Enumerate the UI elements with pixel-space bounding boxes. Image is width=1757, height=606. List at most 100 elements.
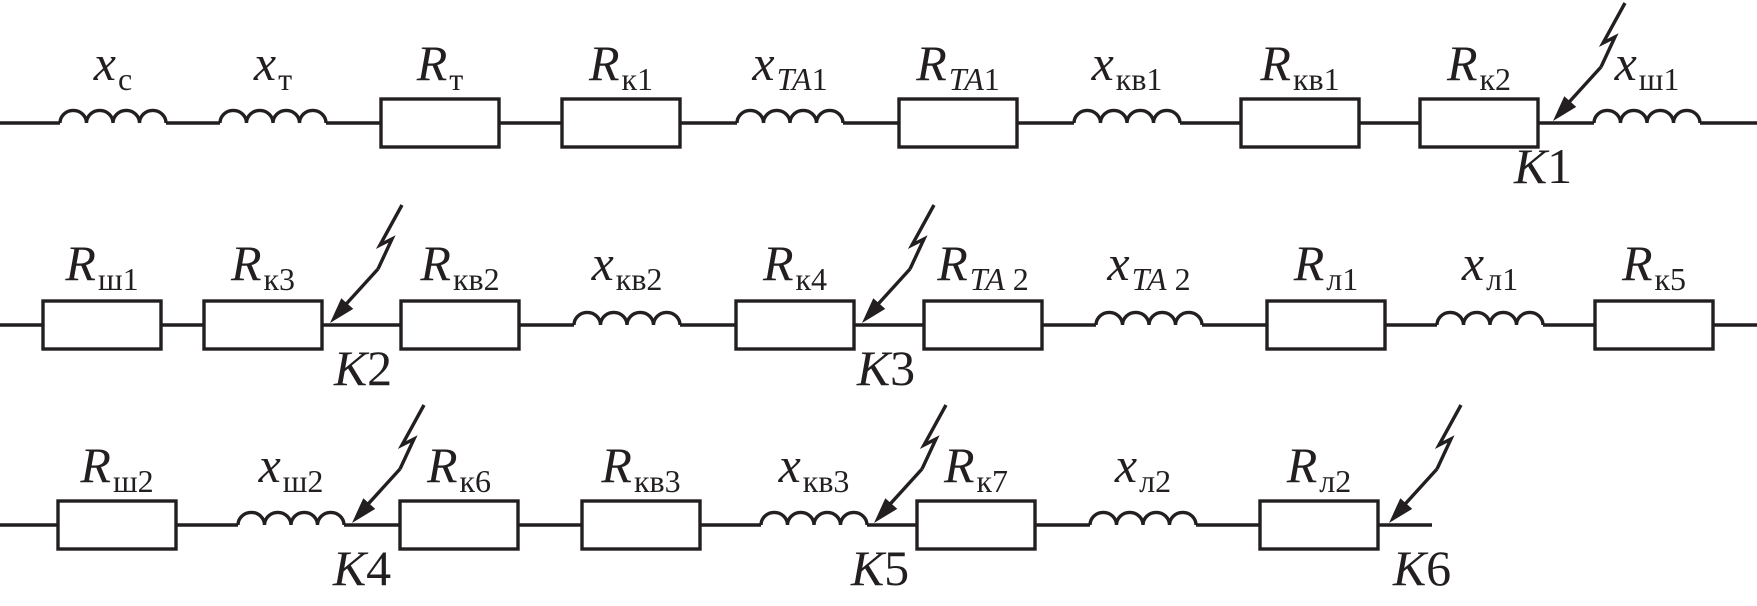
inductor (1592, 108, 1702, 124)
label-subscript: к1 (622, 61, 654, 97)
element-label: Rк4 (762, 235, 827, 297)
label-symbol: R (426, 437, 458, 493)
element-label: xTA 2 (1106, 235, 1190, 297)
fault-point-label: K5 (850, 540, 909, 596)
label-symbol: R (915, 35, 947, 91)
label-subscript-italic: TA (949, 61, 984, 97)
resistor (915, 499, 1037, 551)
element-label: Rш1 (64, 235, 138, 297)
label-subscript: 1 (812, 61, 828, 97)
label-subscript: кв3 (634, 463, 681, 499)
lightning-bolt-icon (919, 404, 948, 470)
element-label: Rк7 (943, 437, 1008, 499)
label-subscript: кв2 (616, 261, 663, 297)
element-label: xт (253, 35, 292, 97)
fault-arrowhead-icon (1389, 498, 1413, 523)
label-subscript: к4 (796, 261, 828, 297)
fault-arrowhead-icon (874, 498, 898, 523)
element-label: xш1 (1614, 35, 1680, 97)
resistor (922, 299, 1044, 351)
resistor (1593, 299, 1715, 351)
fault-letter: K (1513, 138, 1550, 194)
fault-point-label: K1 (1513, 138, 1572, 194)
resistor (202, 299, 324, 351)
inductor (572, 310, 682, 326)
element-label: Rк1 (588, 35, 653, 97)
fault-number: 3 (890, 340, 915, 396)
label-subscript: л2 (1319, 463, 1351, 499)
lightning-bolt-icon (397, 404, 426, 470)
resistor (560, 97, 682, 149)
element-label: Rкв3 (600, 437, 680, 499)
resistor (580, 499, 702, 551)
element-label: RTA1 (915, 35, 1000, 97)
label-symbol: R (64, 235, 96, 291)
label-symbol: x (751, 35, 774, 91)
fault-arrowhead-icon (1553, 96, 1577, 121)
label-subscript: с (118, 61, 132, 97)
resistor (734, 299, 856, 351)
fault-number: 5 (884, 540, 909, 596)
label-symbol: R (1621, 235, 1653, 291)
label-symbol: R (600, 437, 632, 493)
element-label: xкв3 (778, 437, 850, 499)
inductor (218, 108, 328, 124)
element-label: xкв1 (1091, 35, 1163, 97)
resistor (399, 299, 521, 351)
element-label: xл1 (1461, 235, 1518, 297)
element-label: Rкв2 (419, 235, 499, 297)
inductor (1094, 310, 1204, 326)
resistor (1258, 499, 1380, 551)
label-subscript: ш1 (1639, 61, 1680, 97)
label-symbol: x (253, 35, 276, 91)
fault-letter: K (333, 340, 370, 396)
label-symbol: R (1286, 437, 1318, 493)
label-subscript-italic: TA (777, 61, 812, 97)
fault-number: 4 (366, 540, 391, 596)
inductor (1088, 510, 1198, 526)
element-label: xкв2 (591, 235, 663, 297)
label-subscript: т (449, 61, 463, 97)
fault-number: 1 (1547, 138, 1572, 194)
label-symbol: R (1293, 235, 1325, 291)
label-symbol: x (1114, 437, 1137, 493)
fault-point-label: K2 (333, 340, 392, 396)
fault-letter: K (850, 540, 887, 596)
element-label: RTA 2 (936, 235, 1029, 297)
fault-number: 6 (1426, 540, 1451, 596)
label-subscript: кв2 (453, 261, 500, 297)
lightning-bolt-icon (907, 204, 936, 270)
label-subscript: 2 (1167, 261, 1191, 297)
label-subscript: л2 (1139, 463, 1171, 499)
label-subscript: кв1 (1116, 61, 1163, 97)
element-label: Rк3 (230, 235, 295, 297)
lightning-bolt-icon (375, 204, 404, 270)
label-subscript: 2 (1005, 261, 1029, 297)
label-subscript: к5 (1655, 261, 1687, 297)
label-symbol: x (1461, 235, 1484, 291)
label-subscript: л1 (1326, 261, 1358, 297)
inductor (58, 108, 168, 124)
label-subscript-italic: TA (970, 261, 1005, 297)
fault-letter: K (856, 340, 893, 396)
element-label: Rкв1 (1259, 35, 1339, 97)
element-label: Rл2 (1286, 437, 1352, 499)
label-subscript: ш2 (113, 463, 154, 499)
label-subscript: к2 (1480, 61, 1512, 97)
element-label: Rк5 (1621, 235, 1686, 297)
element-label: Rл1 (1293, 235, 1359, 297)
label-symbol: x (1106, 235, 1129, 291)
label-symbol: x (778, 437, 801, 493)
element-label: xш2 (258, 437, 324, 499)
lightning-bolt-icon (1434, 404, 1463, 470)
resistor (41, 299, 163, 351)
label-symbol: R (79, 437, 111, 493)
resistor (897, 97, 1019, 149)
label-symbol: x (258, 437, 281, 493)
fault-point-label: K6 (1392, 540, 1451, 596)
label-symbol: R (230, 235, 262, 291)
lightning-bolt-icon (1598, 2, 1627, 68)
